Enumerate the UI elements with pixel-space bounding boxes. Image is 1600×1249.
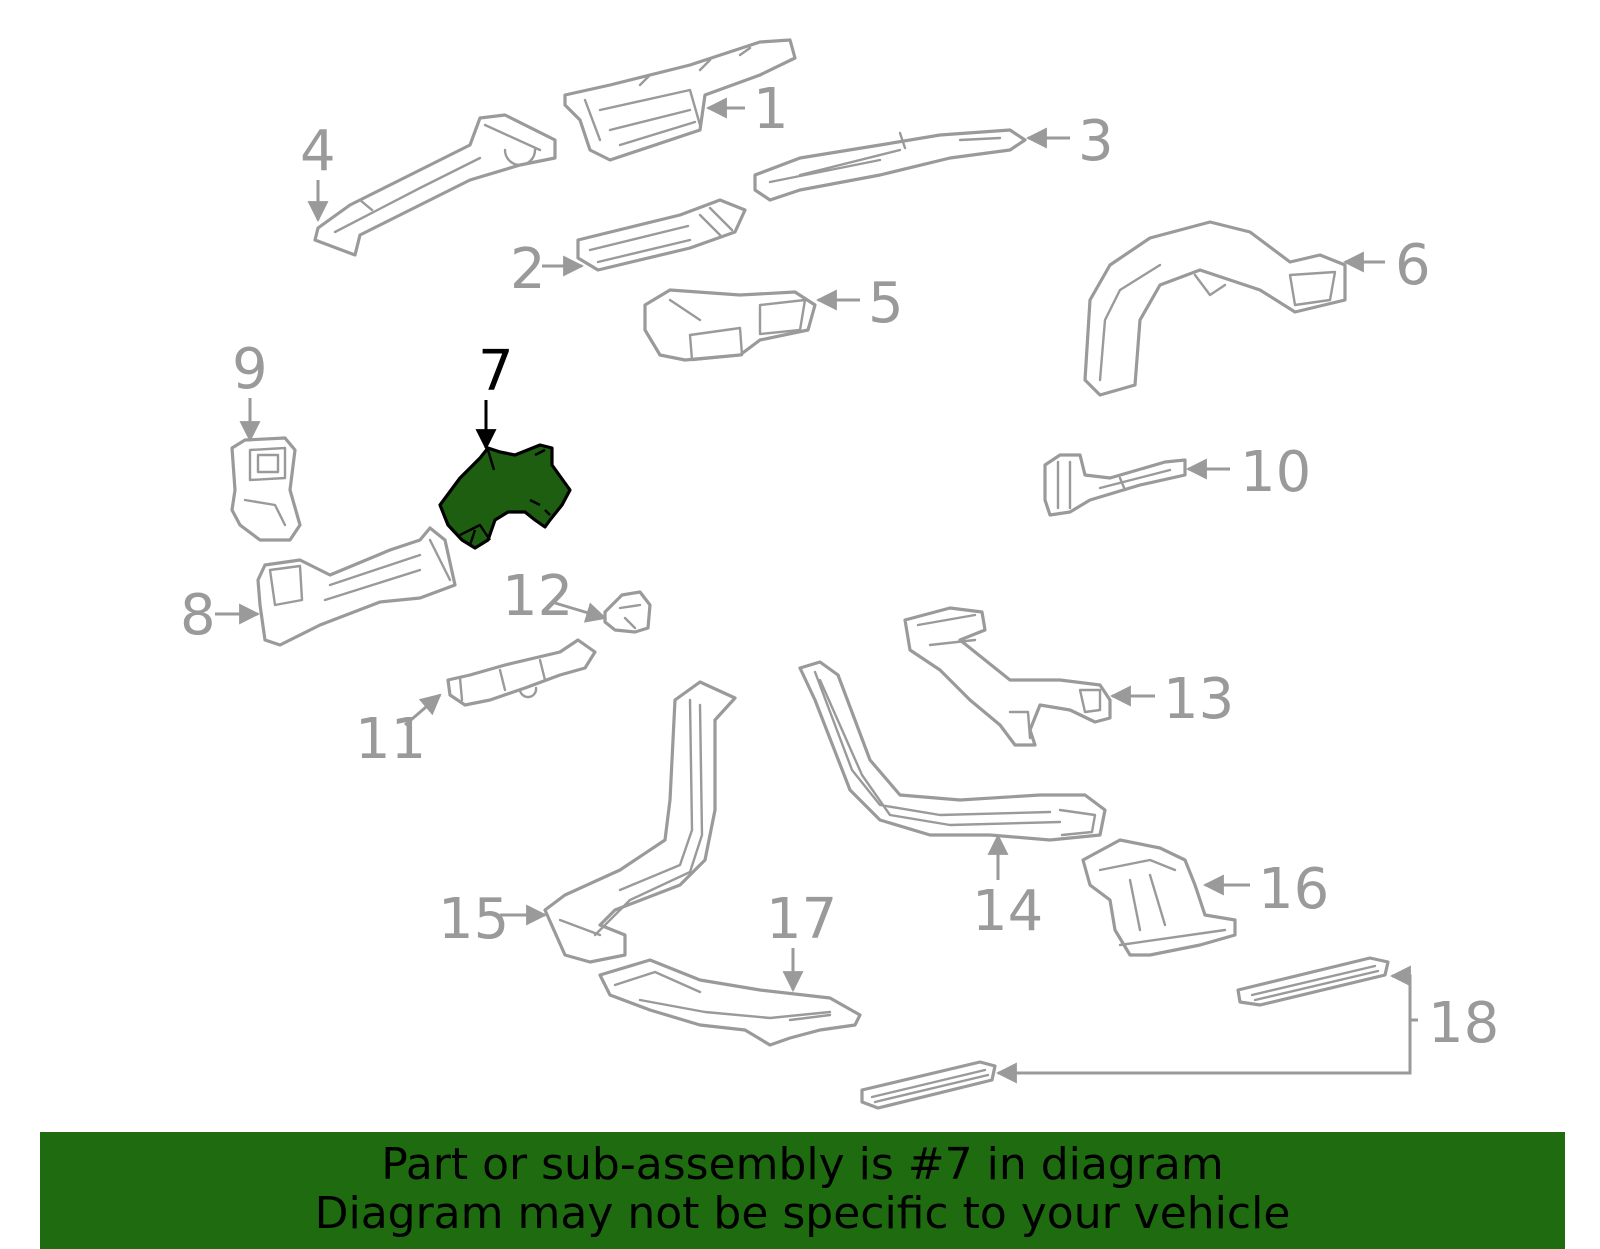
part-5-vent[interactable] <box>643 288 817 362</box>
part-12-clip[interactable] <box>603 590 652 634</box>
callout-12[interactable]: 12 <box>502 564 573 629</box>
part-18-grille-upper[interactable] <box>1236 956 1390 1007</box>
part-3-duct[interactable] <box>753 128 1027 202</box>
part-17-duct[interactable] <box>598 958 862 1047</box>
part-2-duct[interactable] <box>576 198 747 272</box>
callout-11[interactable]: 11 <box>355 707 426 772</box>
callout-2[interactable]: 2 <box>510 237 546 302</box>
callout-1[interactable]: 1 <box>753 77 789 142</box>
part-15-duct[interactable] <box>543 680 737 964</box>
leader-18-lower <box>995 1020 1412 1084</box>
part-11-bracket[interactable] <box>446 638 597 707</box>
part-8-duct[interactable] <box>256 526 457 647</box>
callout-4[interactable]: 4 <box>300 119 336 184</box>
callout-16[interactable]: 16 <box>1258 857 1329 922</box>
leader-11 <box>404 693 442 727</box>
info-banner: Part or sub-assembly is #7 in diagram Di… <box>40 1132 1565 1249</box>
callout-18[interactable]: 18 <box>1428 991 1499 1056</box>
banner-line-1: Part or sub-assembly is #7 in diagram <box>381 1139 1224 1190</box>
part-1-duct[interactable] <box>563 38 797 162</box>
callout-3[interactable]: 3 <box>1078 109 1114 174</box>
banner-line-2: Diagram may not be specific to your vehi… <box>314 1188 1291 1239</box>
leader-18-upper <box>1389 965 1418 1022</box>
callout-13[interactable]: 13 <box>1163 667 1234 732</box>
callout-6[interactable]: 6 <box>1395 233 1431 298</box>
callout-5[interactable]: 5 <box>868 271 904 336</box>
part-7-duct-highlighted[interactable] <box>438 443 572 550</box>
callout-14[interactable]: 14 <box>972 879 1043 944</box>
part-18-grille-lower[interactable] <box>860 1060 997 1110</box>
callout-17[interactable]: 17 <box>766 887 837 952</box>
callout-8[interactable]: 8 <box>180 583 216 648</box>
callout-10[interactable]: 10 <box>1240 440 1311 505</box>
part-9-vent[interactable] <box>230 436 302 542</box>
callout-7[interactable]: 7 <box>478 339 514 404</box>
part-6-duct[interactable] <box>1083 220 1347 397</box>
part-13-duct[interactable] <box>903 606 1112 747</box>
part-14-duct[interactable] <box>798 660 1107 842</box>
part-10-duct[interactable] <box>1043 453 1187 517</box>
part-4-duct[interactable] <box>313 113 557 257</box>
part-16-duct[interactable] <box>1081 838 1237 957</box>
callout-9[interactable]: 9 <box>232 337 268 402</box>
callout-15[interactable]: 15 <box>438 887 509 952</box>
leader-12 <box>554 601 608 623</box>
